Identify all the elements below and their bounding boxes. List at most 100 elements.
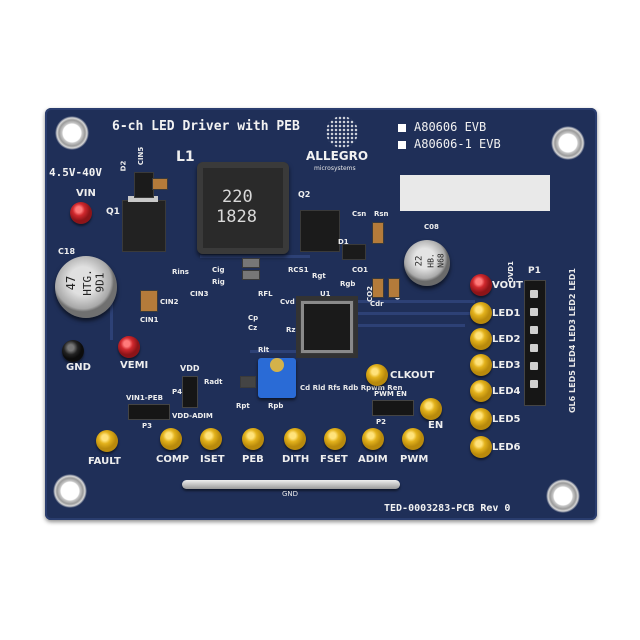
- en-label: EN: [428, 420, 444, 431]
- rfl-refdes: RFL: [258, 290, 273, 298]
- diode-d1: [342, 244, 366, 260]
- p3-refdes: P3: [142, 422, 153, 430]
- cap-c18-refdes: C18: [58, 247, 76, 256]
- u1-refdes: U1: [320, 290, 331, 298]
- transistor-q1: [122, 200, 166, 252]
- variant-label-2: A80606-1 EVB: [414, 137, 501, 151]
- testpoint-vemi[interactable]: [118, 336, 140, 358]
- brand-name: ALLEGRO: [306, 149, 369, 163]
- cap-c08-marking-3: N68: [436, 253, 446, 268]
- rgt-refdes: Rgt: [312, 272, 326, 280]
- component-smd: [242, 258, 260, 268]
- testpoint-adim[interactable]: [362, 428, 384, 450]
- resistor-list: Cd Rld Rfs Rdb Rpwm Ren: [300, 384, 403, 392]
- inductor-refdes: L1: [176, 149, 195, 165]
- pwm-en-label: PWM EN: [374, 390, 407, 398]
- trace: [250, 350, 310, 353]
- testpoint-vout[interactable]: [470, 274, 492, 296]
- header-pin-labels: GL6 LED5 LED4 LED3 LED2 LED1: [568, 267, 578, 414]
- cin1-refdes: CIN1: [140, 316, 159, 324]
- q1-tab: [128, 196, 158, 202]
- testpoint-pwm[interactable]: [402, 428, 424, 450]
- ground-bar[interactable]: [182, 480, 400, 489]
- testpoint-clkout[interactable]: [366, 364, 388, 386]
- cin2-refdes: CIN2: [160, 298, 179, 306]
- peb-label: PEB: [242, 454, 264, 465]
- mounting-hole-bottom-left: [53, 474, 87, 508]
- cap-c18-marking-1: 47: [64, 275, 79, 291]
- rpb-refdes: Rpb: [268, 402, 284, 410]
- blank-label-area: [400, 175, 550, 211]
- testpoint-fset[interactable]: [324, 428, 346, 450]
- component-smd: [388, 278, 400, 298]
- d1-refdes: D1: [338, 238, 349, 246]
- testpoint-led6[interactable]: [470, 436, 492, 458]
- trace: [355, 324, 465, 327]
- q1-refdes: Q1: [106, 207, 120, 217]
- led2-label: LED2: [492, 334, 521, 345]
- rlt-refdes: Rlt: [258, 346, 270, 354]
- testpoint-dith[interactable]: [284, 428, 306, 450]
- comp-label: COMP: [156, 454, 190, 465]
- testpoint-peb[interactable]: [242, 428, 264, 450]
- trace: [200, 255, 310, 258]
- gnd-label: GND: [66, 362, 91, 373]
- component-smd: [240, 376, 256, 388]
- radt-refdes: Radt: [204, 378, 223, 386]
- mounting-hole-top-right: [551, 126, 585, 160]
- testpoint-led3[interactable]: [470, 354, 492, 376]
- input-voltage-range: 4.5V-40V: [49, 166, 102, 179]
- mounting-hole-top-left: [55, 116, 89, 150]
- testpoint-led1[interactable]: [470, 302, 492, 324]
- cap-c08-marking-1: 22: [414, 255, 425, 267]
- vout-label: VOUT: [492, 280, 524, 291]
- pcb-part-number: TED-0003283-PCB Rev 0: [384, 503, 511, 514]
- rins-refdes: Rins: [172, 268, 189, 276]
- cin3-refdes: CIN3: [190, 290, 209, 298]
- header-pin: [530, 326, 538, 334]
- trimpot-screw-icon: [270, 358, 284, 372]
- co1-refdes: CO1: [352, 266, 368, 274]
- jumper-p2[interactable]: [372, 400, 414, 416]
- capacitor-cin1: [140, 290, 158, 312]
- pwm-label: PWM: [400, 454, 429, 465]
- d2-refdes: D2: [119, 160, 128, 172]
- testpoint-comp[interactable]: [160, 428, 182, 450]
- cdr-refdes: Cdr: [370, 300, 384, 308]
- rgb-refdes: Rgb: [340, 280, 356, 288]
- header-p1[interactable]: [524, 280, 546, 406]
- jumper-p3[interactable]: [128, 404, 170, 420]
- component-smd: [242, 270, 260, 280]
- rig-refdes: Rig: [212, 278, 225, 286]
- cap-c08-refdes: C08: [424, 223, 439, 231]
- vemi-label: VEMI: [120, 360, 149, 371]
- component-smd: [152, 178, 168, 190]
- trace: [355, 312, 475, 315]
- trace: [355, 300, 475, 303]
- testpoint-vin[interactable]: [70, 202, 92, 224]
- jumper-p4[interactable]: [182, 376, 198, 408]
- cap-c18-marking-3: 9D1: [93, 272, 107, 293]
- p2-refdes: P2: [376, 418, 387, 426]
- testpoint-led2[interactable]: [470, 328, 492, 350]
- testpoint-fault[interactable]: [96, 430, 118, 452]
- cap-c08-marking-2: HB.: [426, 253, 436, 268]
- testpoint-en[interactable]: [420, 398, 442, 420]
- cap-c18-marking-2: HTG.: [80, 269, 94, 296]
- component-smd: [372, 222, 384, 244]
- testpoint-led5[interactable]: [470, 408, 492, 430]
- testpoint-led4[interactable]: [470, 380, 492, 402]
- cin5-refdes: CIN5: [137, 146, 146, 166]
- inductor-marking-2: 1828: [216, 207, 257, 227]
- vin1-peb-label: VIN1-PEB: [126, 394, 163, 402]
- cvd-refdes: Cvd: [280, 298, 295, 306]
- led3-label: LED3: [492, 360, 521, 371]
- testpoint-gnd[interactable]: [62, 340, 84, 362]
- led4-label: LED4: [492, 386, 521, 397]
- header-pin: [530, 344, 538, 352]
- led6-label: LED6: [492, 442, 521, 453]
- clkout-label: CLKOUT: [390, 370, 435, 381]
- led1-label: LED1: [492, 308, 521, 319]
- testpoint-iset[interactable]: [200, 428, 222, 450]
- inductor-l1: [197, 162, 289, 254]
